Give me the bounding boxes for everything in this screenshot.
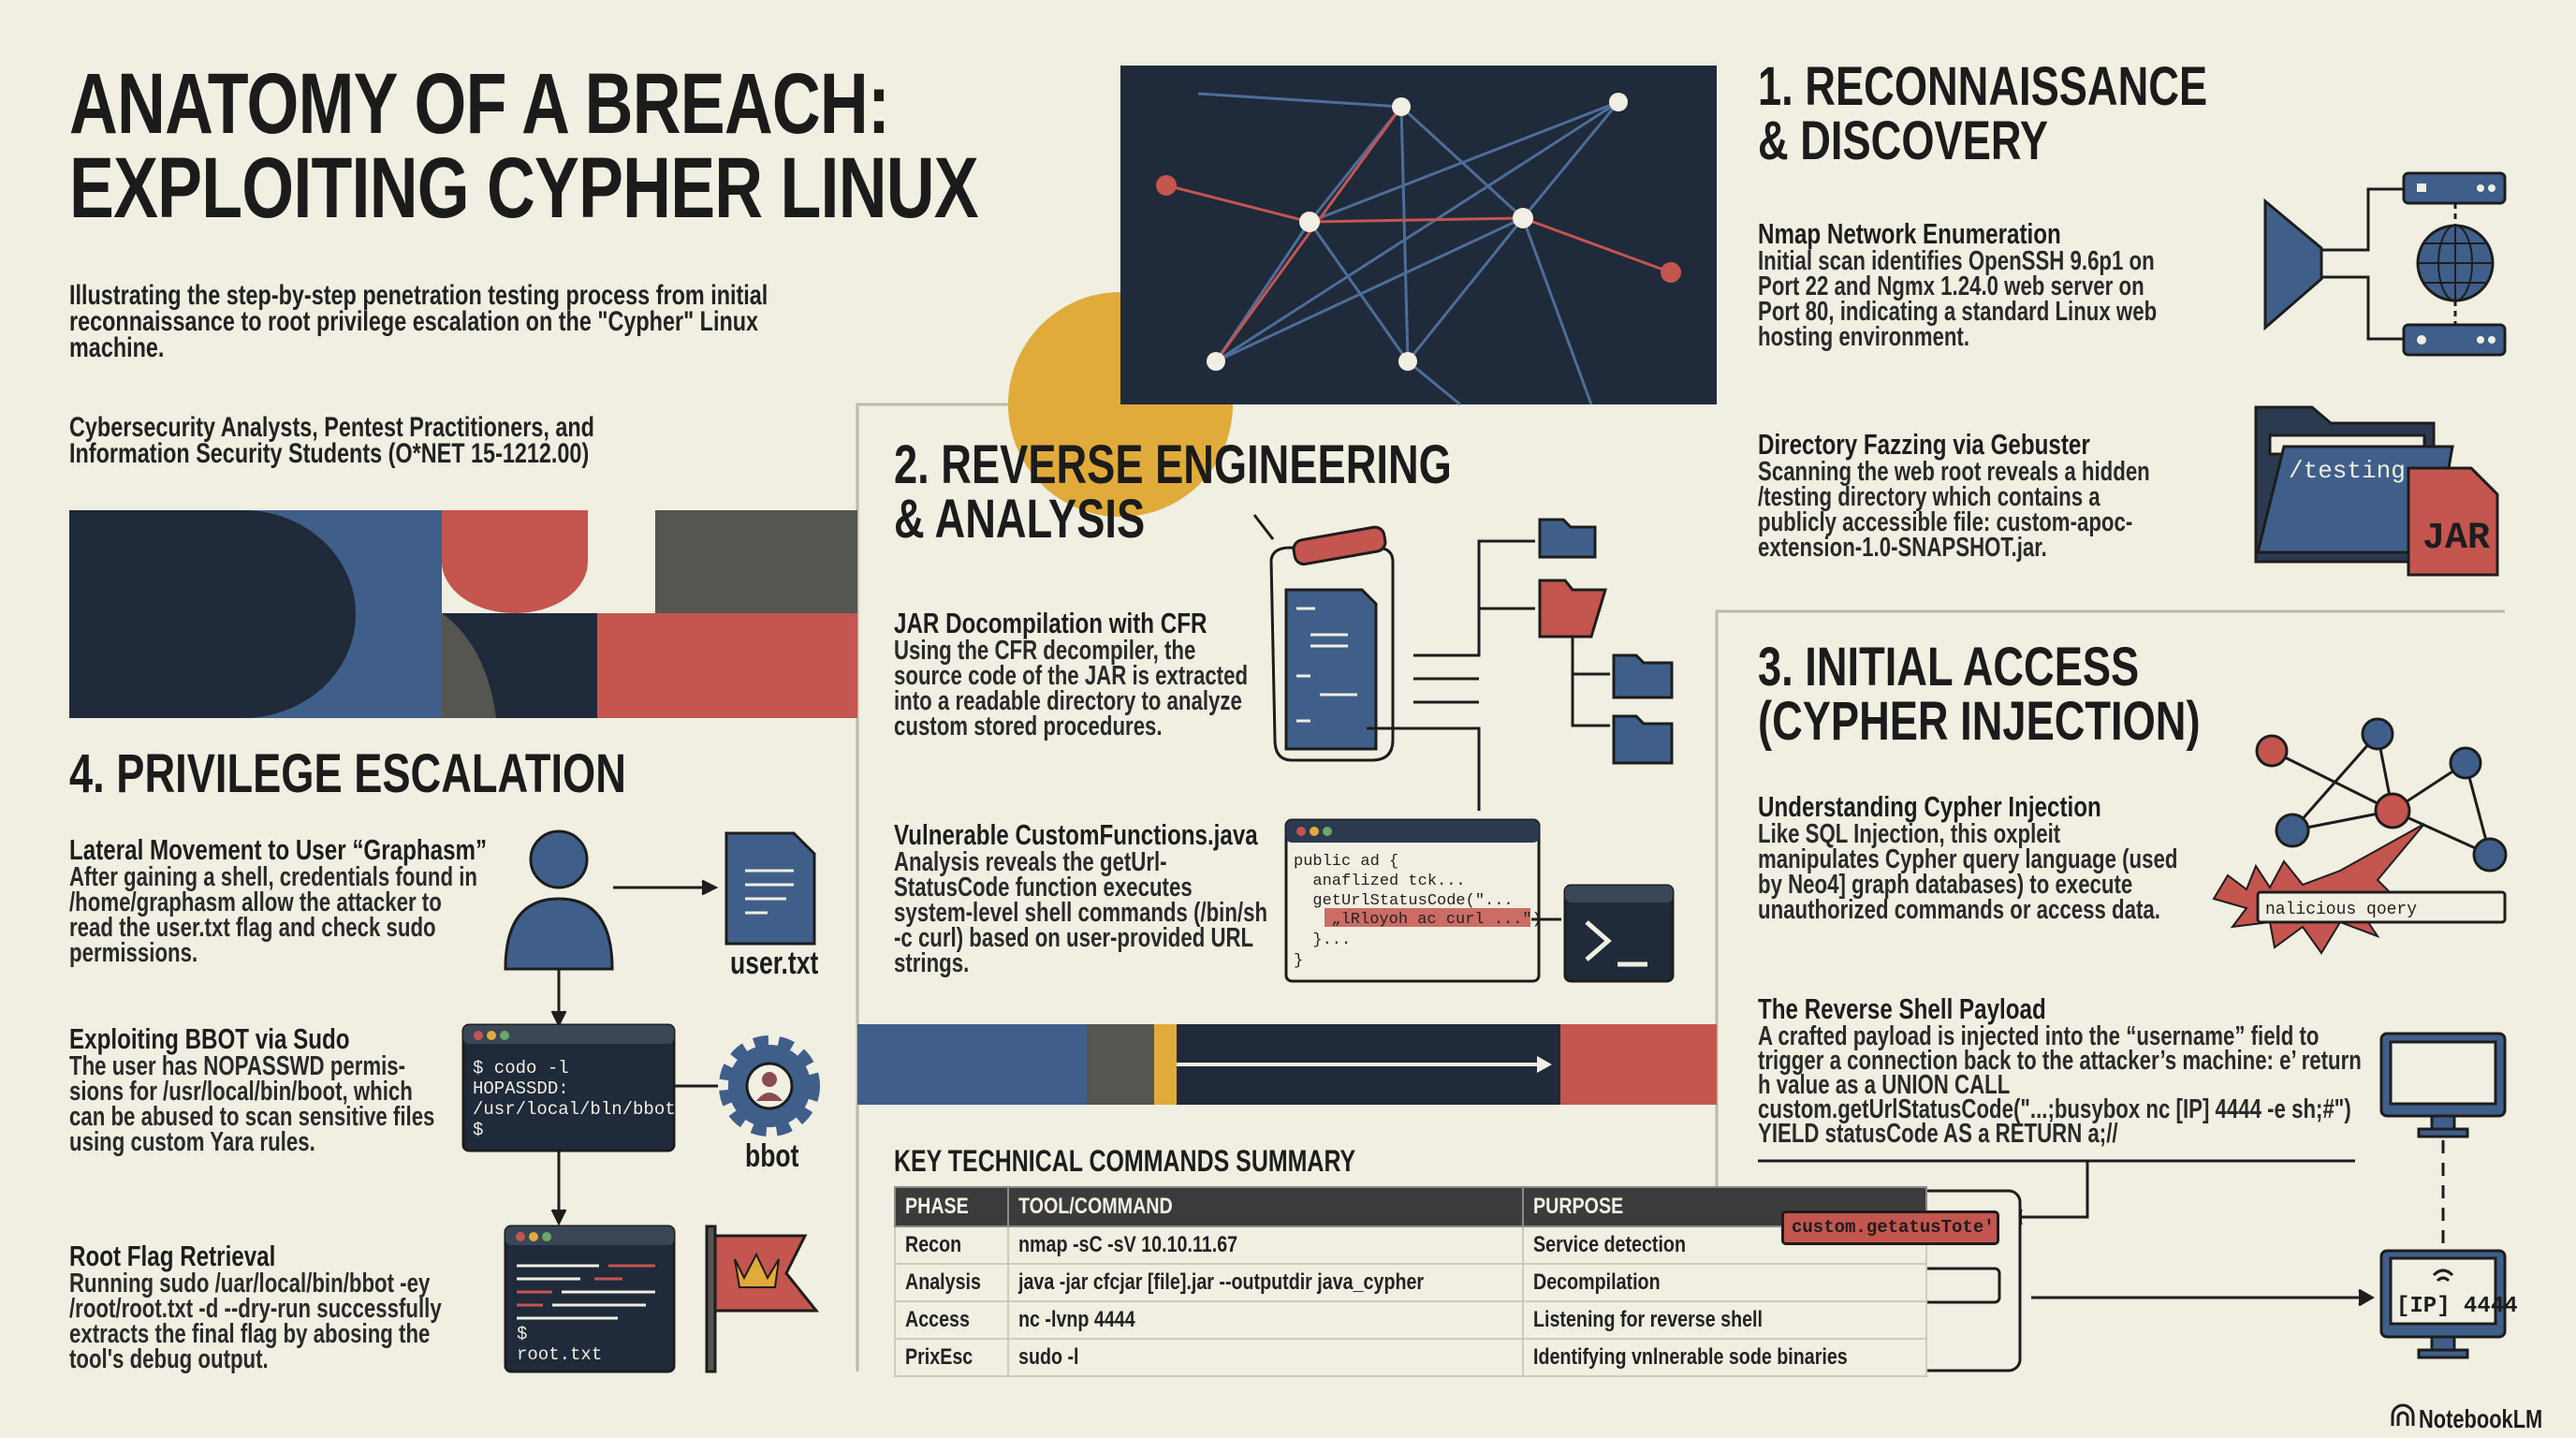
terminal-line: HOPASSDD: bbox=[473, 1078, 569, 1099]
page-subtitle: Illustrating the step-by-step penetratio… bbox=[69, 280, 768, 363]
item-title: Nmap Network Enumeration bbox=[1758, 217, 2061, 250]
attacker-monitor-icon bbox=[2379, 1032, 2507, 1245]
terminal-line: $ codo -l bbox=[473, 1058, 569, 1078]
item-title: The Reverse Shell Payload bbox=[1758, 992, 2046, 1025]
network-graph-image bbox=[1008, 66, 1717, 517]
item-text: Running sudo /uar/local/bin/bbot -ey /ro… bbox=[69, 1269, 442, 1374]
graph-injection-icon: nalicious qoery bbox=[2212, 717, 2508, 955]
listener-monitor-icon: [IP] 4444 bbox=[2379, 1249, 2518, 1359]
bbot-label: bbot bbox=[745, 1138, 799, 1174]
item-text: Analysis reveals the getUrl-StatusCode f… bbox=[894, 847, 1268, 978]
malicious-query-label: nalicious qoery bbox=[2265, 901, 2417, 919]
geometric-banner bbox=[69, 510, 857, 718]
code-window: public ad { anaflized tck... getUrlStatu… bbox=[1284, 818, 1561, 983]
item-text: Like SQL Injection, this oxpleit manipul… bbox=[1758, 819, 2178, 925]
folder-label: /testing bbox=[2289, 457, 2406, 485]
user-txt-file-icon bbox=[724, 831, 816, 946]
section1-item-dirfuzz: Directory Fazzing via Gebuster Scanning … bbox=[1758, 428, 2178, 563]
terminal-line: root.txt bbox=[517, 1344, 602, 1365]
code-line: }... bbox=[1294, 932, 1351, 949]
root-terminal: $ root.txt bbox=[504, 1225, 676, 1373]
section2-item-decompile: JAR Docompilation with CFR Using the CFR… bbox=[894, 607, 1267, 741]
page-title-line-2: EXPLOITING CYPHER LINUX bbox=[69, 140, 979, 236]
username-field-value[interactable]: custom.getatusTote'; bbox=[1781, 1211, 1999, 1245]
network-scan-icon bbox=[2263, 171, 2507, 357]
item-title: JAR Docompilation with CFR bbox=[894, 607, 1208, 639]
section1-heading-line1: 1. RECONNAISSANCE bbox=[1758, 56, 2208, 117]
item-text: Using the CFR decompiler, the source cod… bbox=[894, 636, 1249, 741]
listener-label: [IP] 4444 bbox=[2396, 1294, 2518, 1319]
section4-item-lateral: Lateral Movement to User “Graphasm” Afte… bbox=[69, 833, 488, 968]
target-audience: Cybersecurity Analysts, Pentest Practiti… bbox=[69, 412, 594, 469]
user-icon bbox=[504, 829, 719, 1226]
section3-heading-line2: (CYPHER INJECTION) bbox=[1758, 691, 2201, 752]
section2-item-vulnerable: Vulnerable CustomFunctions.java Analysis… bbox=[894, 818, 1268, 978]
section4-item-bbot: Exploiting BBOT via Sudo The user has NO… bbox=[69, 1022, 449, 1157]
terminal-line: $ bbox=[473, 1120, 483, 1140]
terminal-line: /usr/local/bln/bbot bbox=[473, 1099, 676, 1120]
folder-jar-icon: /testing JAR bbox=[2254, 405, 2499, 577]
jar-label: JAR bbox=[2422, 518, 2490, 560]
item-text: The user has NOPASSWD permis-sions for /… bbox=[69, 1051, 435, 1157]
notebooklm-logo-icon bbox=[2391, 1403, 2415, 1426]
terminal-line: $ bbox=[517, 1324, 527, 1344]
commands-table-title: KEY TECHNICAL COMMANDS SUMMARY bbox=[894, 1144, 1356, 1178]
jar-icon bbox=[1252, 514, 1674, 811]
item-title: Understanding Cypher Injection bbox=[1758, 790, 2101, 823]
item-title: Root Flag Retrieval bbox=[69, 1240, 276, 1272]
section2-heading-line1: 2. REVERSE ENGINEERING bbox=[894, 434, 1452, 495]
brand-footer: NotebookLM bbox=[2419, 1404, 2543, 1433]
section3-item-payload: The Reverse Shell Payload A crafted payl… bbox=[1758, 992, 2364, 1149]
code-line: } bbox=[1294, 952, 1303, 970]
root-flag-icon bbox=[705, 1225, 820, 1373]
progress-bar-decoration bbox=[857, 1024, 1717, 1105]
item-title: Lateral Movement to User “Graphasm” bbox=[69, 833, 488, 866]
section4-item-root: Root Flag Retrieval Running sudo /uar/lo… bbox=[69, 1240, 467, 1374]
section4-heading: 4. PRIVILEGE ESCALATION bbox=[69, 743, 626, 804]
section1-item-nmap: Nmap Network Enumeration Initial scan id… bbox=[1758, 217, 2178, 352]
code-line: anaflized tck... bbox=[1294, 873, 1466, 890]
column-header: PHASE bbox=[894, 1186, 1009, 1227]
section1-heading-line2: & DISCOVERY bbox=[1758, 110, 2049, 171]
item-title: Directory Fazzing via Gebuster bbox=[1758, 428, 2090, 461]
section2-heading-line2: & ANALYSIS bbox=[894, 489, 1146, 550]
column-header: TOOL/COMMAND bbox=[1006, 1186, 1524, 1227]
page-title-line-1: ANATOMY OF A BREACH: bbox=[69, 56, 890, 152]
terminal-prompt-icon bbox=[1563, 884, 1675, 983]
code-line-highlighted: „lRloyoh ac curl ...") bbox=[1312, 911, 1542, 929]
item-text: After gaining a shell, credentials found… bbox=[69, 862, 478, 968]
section3-item-injection: Understanding Cypher Injection Like SQL … bbox=[1758, 790, 2181, 925]
gear-icon bbox=[719, 1035, 820, 1137]
sudo-terminal: $ codo -l HOPASSDD: /usr/local/bln/bbot … bbox=[461, 1023, 676, 1152]
item-text: Scanning the web root reveals a hidden /… bbox=[1758, 457, 2150, 563]
code-line: public ad { bbox=[1294, 853, 1398, 871]
item-title: Vulnerable CustomFunctions.java bbox=[894, 818, 1258, 851]
section3-heading-line1: 3. INITIAL ACCESS bbox=[1758, 637, 2140, 697]
item-title: Exploiting BBOT via Sudo bbox=[69, 1022, 350, 1055]
user-txt-label: user.txt bbox=[730, 946, 819, 981]
item-text: Initial scan identifies OpenSSH 9.6p1 on… bbox=[1758, 246, 2158, 352]
code-line: getUrlStatusCode("... bbox=[1294, 892, 1514, 910]
item-text: A crafted payload is injected into the “… bbox=[1758, 1021, 2362, 1149]
